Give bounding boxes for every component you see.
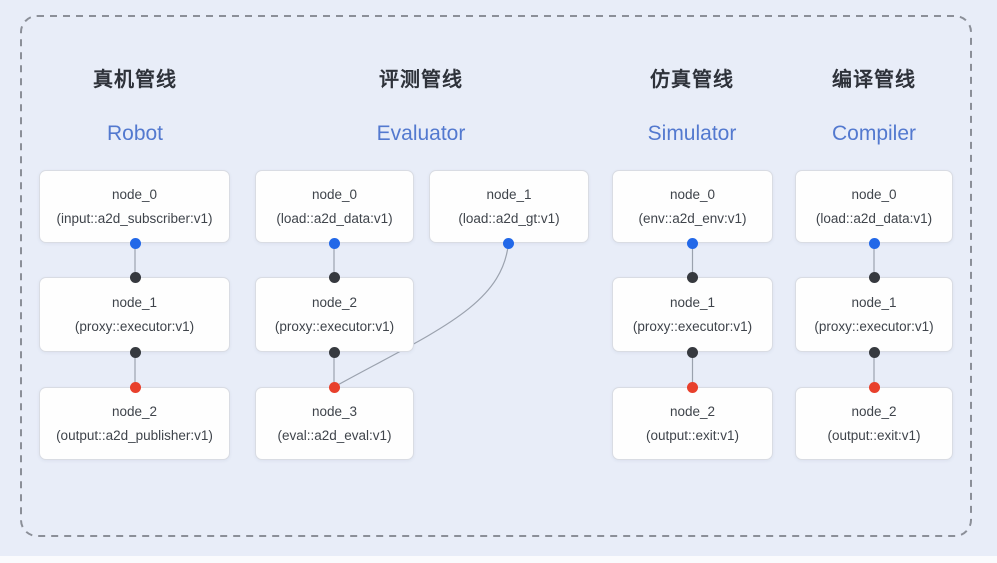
node-box-compiler-node0: node_0 (load::a2d_data:v1) xyxy=(795,170,953,243)
node-box-evaluator-node0: node_0 (load::a2d_data:v1) xyxy=(255,170,414,243)
port-in-dot-dark xyxy=(868,271,880,283)
edge-curve-gt-to-eval xyxy=(333,242,510,388)
port-out-dot-blue xyxy=(503,237,514,249)
pipeline-title-cn-simulator: 仿真管线 xyxy=(650,69,734,91)
node-name: node_0 xyxy=(851,186,897,202)
node-name: node_1 xyxy=(851,294,897,310)
pipeline-subtitle-compiler: Compiler xyxy=(831,122,917,145)
node-box-simulator-node1: node_1 (proxy::executor:v1) xyxy=(612,277,773,352)
node-box-robot-node0: node_0 (input::a2d_subscriber:v1) xyxy=(39,170,230,243)
node-impl: (output::exit:v1) xyxy=(827,427,921,443)
pipeline-title-cn-compiler: 编译管线 xyxy=(832,69,916,91)
node-box-evaluator-node2: node_2 (proxy::executor:v1) xyxy=(255,277,414,352)
node-name: node_2 xyxy=(851,403,897,419)
node-impl: (proxy::executor:v1) xyxy=(274,318,395,334)
port-in-dot-dark xyxy=(328,271,340,283)
node-box-compiler-node2: node_2 (output::exit:v1) xyxy=(795,387,953,460)
bottom-strip xyxy=(0,556,997,563)
node-name: node_0 xyxy=(669,186,716,202)
node-name: node_3 xyxy=(311,403,358,419)
port-in-dot-red xyxy=(328,381,340,393)
port-out-dot-dark xyxy=(868,346,880,358)
dashed-frame-border xyxy=(20,15,972,537)
node-box-compiler-node1: node_1 (proxy::executor:v1) xyxy=(795,277,953,352)
node-box-evaluator-node3: node_3 (eval::a2d_eval:v1) xyxy=(255,387,414,460)
node-impl: (proxy::executor:v1) xyxy=(632,318,753,334)
port-in-dot-dark xyxy=(129,271,141,283)
pipeline-title-cn-robot: 真机管线 xyxy=(93,69,177,91)
port-out-dot-blue xyxy=(687,237,698,249)
pipeline-subtitle-evaluator: Evaluator xyxy=(376,122,466,145)
pipeline-subtitle-robot: Robot xyxy=(106,122,164,145)
node-box-simulator-node0: node_0 (env::a2d_env:v1) xyxy=(612,170,773,243)
node-impl: (output::a2d_publisher:v1) xyxy=(56,427,213,443)
port-out-dot-blue xyxy=(129,237,141,249)
node-name: node_0 xyxy=(311,186,358,202)
node-box-simulator-node2: node_2 (output::exit:v1) xyxy=(612,387,773,460)
node-name: node_2 xyxy=(669,403,716,419)
port-in-dot-red xyxy=(868,381,880,393)
node-impl: (load::a2d_data:v1) xyxy=(276,210,393,226)
node-impl: (input::a2d_subscriber:v1) xyxy=(56,210,213,226)
node-name: node_0 xyxy=(111,186,158,202)
node-name: node_1 xyxy=(111,294,158,310)
node-name: node_2 xyxy=(311,294,358,310)
node-box-evaluator-node1: node_1 (load::a2d_gt:v1) xyxy=(429,170,589,243)
node-box-robot-node2: node_2 (output::a2d_publisher:v1) xyxy=(39,387,230,460)
port-out-dot-blue xyxy=(868,237,880,249)
node-impl: (output::exit:v1) xyxy=(645,427,740,443)
node-impl: (env::a2d_env:v1) xyxy=(638,210,747,226)
node-impl: (eval::a2d_eval:v1) xyxy=(277,427,392,443)
pipeline-subtitle-simulator: Simulator xyxy=(647,122,737,145)
node-name: node_2 xyxy=(111,403,158,419)
node-impl: (load::a2d_data:v1) xyxy=(815,210,933,226)
port-out-dot-dark xyxy=(687,346,698,358)
port-out-dot-dark xyxy=(328,346,340,358)
node-name: node_1 xyxy=(486,186,532,202)
node-impl: (load::a2d_gt:v1) xyxy=(458,210,560,226)
node-name: node_1 xyxy=(669,294,716,310)
port-in-dot-red xyxy=(129,381,141,393)
port-in-dot-red xyxy=(687,381,698,393)
port-in-dot-dark xyxy=(687,271,698,283)
node-impl: (proxy::executor:v1) xyxy=(814,318,934,334)
pipeline-title-cn-evaluator: 评测管线 xyxy=(379,69,463,91)
node-box-robot-node1: node_1 (proxy::executor:v1) xyxy=(39,277,230,352)
port-out-dot-blue xyxy=(328,237,340,249)
node-impl: (proxy::executor:v1) xyxy=(74,318,195,334)
port-out-dot-dark xyxy=(129,346,141,358)
